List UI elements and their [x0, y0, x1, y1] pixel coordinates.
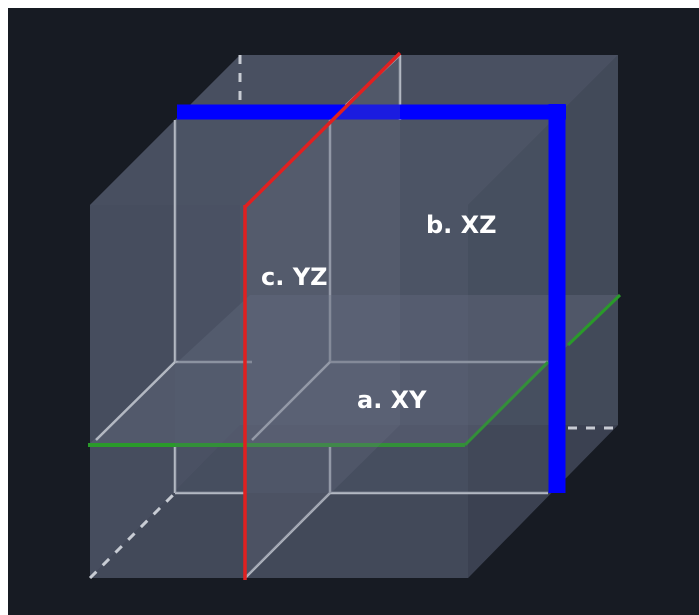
label-xz: b. XZ [426, 211, 497, 239]
xz-plane-surface [175, 120, 556, 493]
yz-plane-edge-diagonal [243, 51, 402, 209]
inner-edge [244, 492, 331, 579]
xy-plane-edge [463, 360, 550, 447]
xy-plane-surface [88, 295, 620, 445]
xy-plane-edge [95, 361, 176, 441]
cube [88, 55, 618, 580]
cube-top-face [90, 55, 618, 205]
yz-plane-surface [245, 55, 400, 578]
xz-plane [175, 104, 566, 493]
yz-plane [243, 51, 402, 580]
cube-hidden-edge [88, 491, 177, 580]
cube-front-face [90, 205, 468, 578]
xy-plane [88, 293, 622, 447]
label-xy: a. XY [357, 386, 427, 414]
label-yz: c. YZ [261, 263, 327, 291]
xy-plane-edge [566, 293, 622, 347]
inner-box-edges [173, 54, 548, 579]
xy-plane-edge [251, 361, 331, 441]
